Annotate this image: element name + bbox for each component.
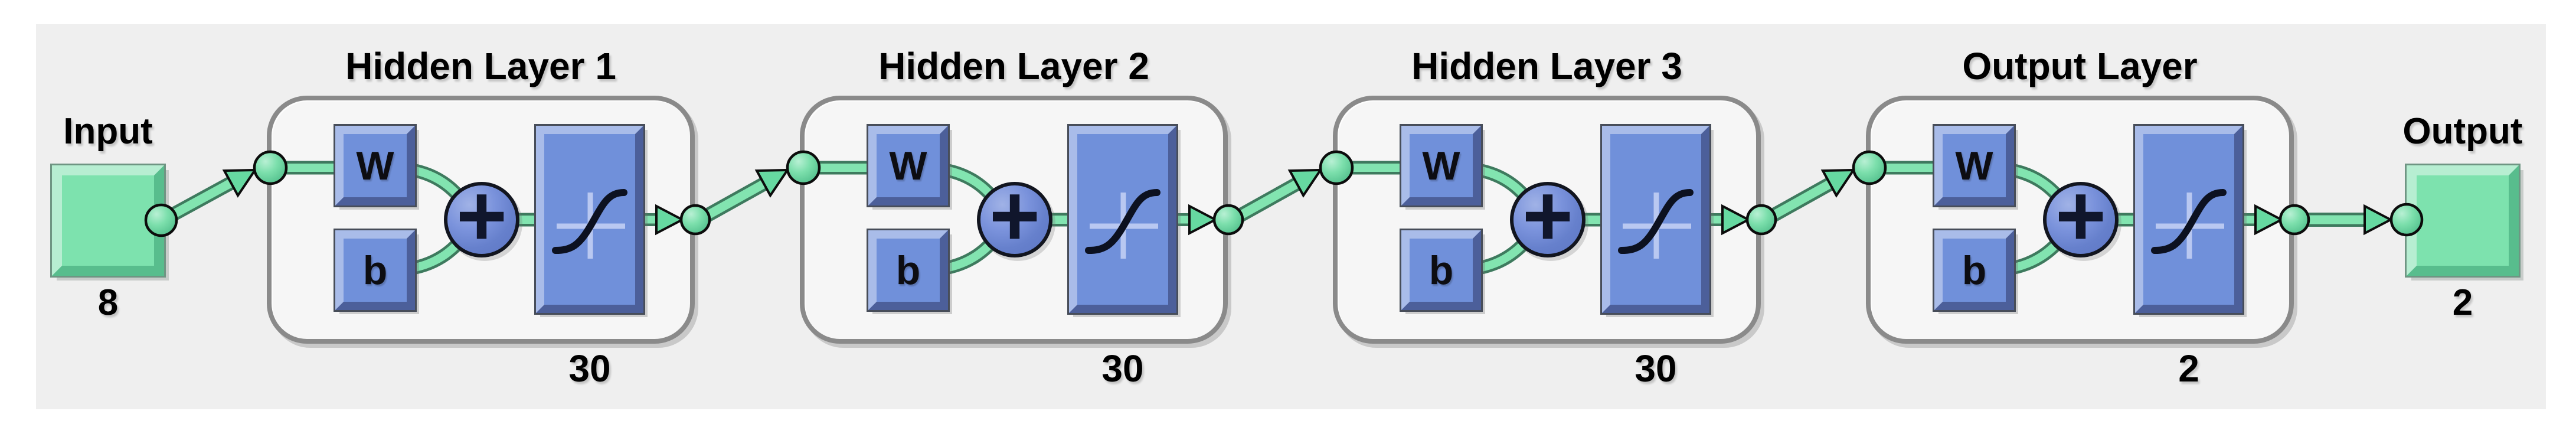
hidden-layer-2-group: Hidden Layer 2 W b + 30 — [800, 0, 1335, 437]
hidden-layer-1-group: Hidden Layer 1 W b + 30 — [267, 0, 802, 437]
neuron-count: 30 — [1101, 347, 1144, 390]
layer-title: Hidden Layer 2 — [878, 45, 1149, 87]
output-block — [2407, 165, 2519, 276]
bias-label: b — [362, 247, 388, 293]
plus-icon: + — [2055, 167, 2107, 265]
weight-block: W — [1401, 126, 1481, 206]
bias-label: b — [1428, 247, 1454, 293]
layer-title: Hidden Layer 1 — [345, 45, 616, 87]
bias-block: b — [1401, 230, 1481, 310]
neuron-count: 30 — [568, 347, 611, 390]
weight-label: W — [356, 143, 394, 188]
layer2-entry-circle — [786, 150, 821, 185]
neuron-count: 30 — [1634, 347, 1677, 390]
plus-icon: + — [989, 167, 1041, 265]
transfer-function-block — [1069, 126, 1176, 313]
weight-label: W — [889, 143, 927, 188]
input-size: 8 — [97, 282, 119, 323]
wire-input-to-layer1 — [164, 168, 257, 223]
transfer-function-block — [536, 126, 643, 313]
input-port-circle — [144, 203, 178, 237]
weight-label: W — [1955, 143, 1993, 188]
tansig-transfer-function-icon — [552, 189, 627, 259]
sum-icon: + — [977, 172, 1052, 260]
plus-icon: + — [1522, 167, 1574, 265]
weight-block: W — [335, 126, 415, 206]
neuron-count: 2 — [2178, 347, 2199, 390]
output-port-circle — [2389, 203, 2424, 237]
wire-layer3-to-layer4 — [1765, 168, 1856, 223]
output-layer-group: Output Layer W b + 2 — [1866, 0, 2401, 437]
bias-block: b — [335, 230, 415, 310]
tansig-transfer-function-icon — [1085, 189, 1160, 259]
weight-label: W — [1422, 143, 1460, 188]
layer3-entry-circle — [1319, 150, 1354, 185]
bias-label: b — [895, 247, 921, 293]
sum-icon: + — [444, 172, 519, 260]
wire-layer1-to-layer2 — [699, 168, 790, 223]
output-size: 2 — [2452, 282, 2473, 323]
transfer-function-block — [2135, 126, 2242, 313]
tansig-transfer-function-icon — [1618, 189, 1694, 259]
weight-block: W — [868, 126, 948, 206]
weight-block: W — [1934, 126, 2014, 206]
bias-block: b — [1934, 230, 2014, 310]
sum-icon: + — [2043, 172, 2119, 260]
output-label: Output — [2402, 111, 2523, 152]
bias-block: b — [868, 230, 948, 310]
bias-label: b — [1962, 247, 1987, 293]
wire-layer2-to-layer3 — [1232, 168, 1323, 223]
layer-title: Hidden Layer 3 — [1411, 45, 1682, 87]
layer4-entry-circle — [1852, 150, 1887, 185]
layer1-entry-circle — [253, 150, 288, 185]
plus-icon: + — [456, 167, 508, 265]
hidden-layer-3-group: Hidden Layer 3 W b + 30 — [1333, 0, 1868, 437]
sum-icon: + — [1510, 172, 1586, 260]
wire-layer4-to-output — [2308, 204, 2394, 236]
tansig-transfer-function-icon — [2151, 189, 2227, 259]
input-label: Input — [63, 111, 153, 152]
transfer-function-block — [1602, 126, 1709, 313]
layer-title: Output Layer — [1962, 45, 2198, 87]
